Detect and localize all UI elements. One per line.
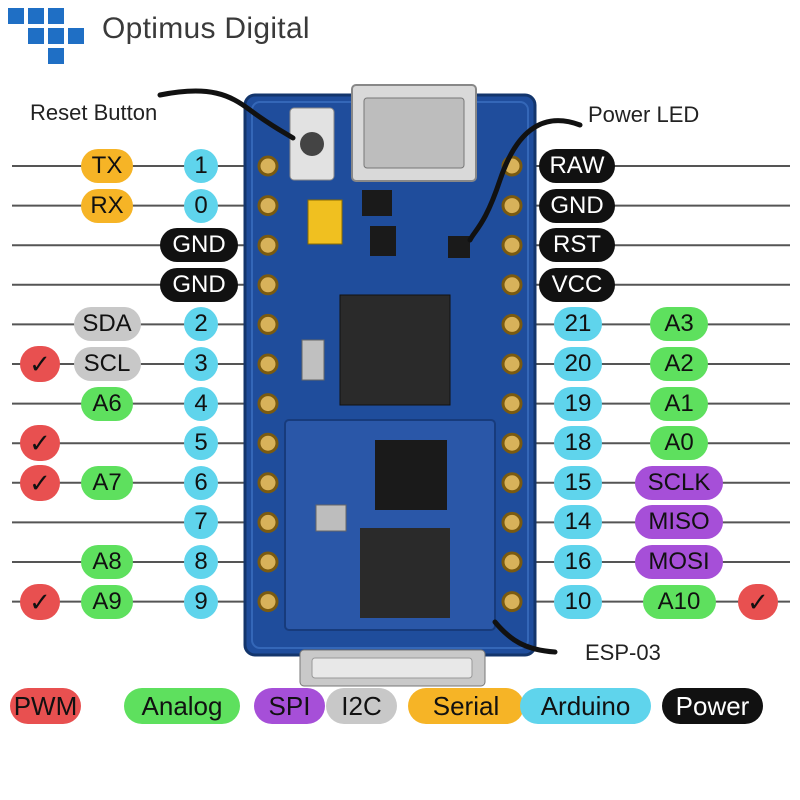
analog-pin-label: A10 (642, 584, 716, 619)
arduino-pin-label: 5 (184, 426, 218, 461)
pin-pad (257, 155, 279, 177)
pin-pad (257, 551, 279, 573)
analog-pin-label: A0 (650, 426, 708, 461)
legend-analog: Analog (124, 688, 240, 724)
pro-micro-board (243, 84, 537, 687)
arduino-pin-label: 6 (184, 465, 218, 500)
pwm-check-icon: ✓ (20, 464, 60, 501)
pin-pad (257, 472, 279, 494)
arduino-pin-label: 1 (184, 149, 218, 183)
analog-pin-label: A9 (81, 584, 133, 619)
power-pin-label: VCC (539, 267, 615, 302)
legend-pwm: PWM (10, 688, 81, 724)
arduino-pin-label: 21 (554, 307, 602, 342)
pin-pad (501, 472, 523, 494)
serial-pin-label: TX (81, 149, 133, 183)
arduino-pin-label: 3 (184, 347, 218, 381)
pin-pad (501, 393, 523, 415)
analog-pin-label: A6 (81, 386, 133, 421)
spi-pin-label: MISO (635, 505, 723, 540)
pwm-check-icon: ✓ (20, 425, 60, 462)
pin-pad (257, 195, 279, 217)
optimus-logo-icon (8, 8, 84, 64)
pin-pad (501, 432, 523, 454)
analog-pin-label: A1 (650, 386, 708, 421)
arduino-pin-label: 2 (184, 307, 218, 342)
analog-pin-label: A7 (81, 465, 133, 500)
power-pin-label: GND (539, 188, 615, 223)
power-led-callout: Power LED (588, 102, 700, 127)
pin-pad (501, 313, 523, 335)
i2c-pin-label: SDA (73, 307, 141, 342)
analog-pin-label: A8 (81, 545, 133, 579)
arduino-pin-label: 19 (554, 386, 602, 421)
pin-pad (501, 511, 523, 533)
pin-pads (257, 155, 523, 613)
pin-pad (257, 234, 279, 256)
legend-serial: Serial (408, 688, 524, 724)
pin-pad (501, 274, 523, 296)
arduino-pin-label: 9 (184, 584, 218, 619)
reset-button-callout: Reset Button (30, 100, 158, 125)
serial-pin-label: RX (81, 188, 133, 223)
legend-power: Power (662, 688, 763, 724)
legend-spi: SPI (254, 688, 325, 724)
pin-pad (501, 591, 523, 613)
pin-pad (501, 353, 523, 375)
arduino-pin-label: 10 (554, 584, 602, 619)
pin-pad (257, 274, 279, 296)
pin-pad (501, 551, 523, 573)
arduino-pin-label: 8 (184, 545, 218, 579)
pin-pad (501, 234, 523, 256)
esp-03-callout: ESP-03 (585, 640, 661, 665)
arduino-pin-label: 20 (554, 347, 602, 381)
pwm-check-icon: ✓ (20, 583, 60, 620)
spi-pin-label: MOSI (635, 545, 723, 579)
arduino-pin-label: 7 (184, 505, 218, 540)
pin-pad (257, 313, 279, 335)
power-pin-label: GND (160, 267, 238, 302)
pwm-check-icon: ✓ (738, 583, 778, 620)
i2c-pin-label: SCL (73, 347, 141, 381)
arduino-pin-label: 0 (184, 188, 218, 223)
analog-pin-label: A2 (650, 347, 708, 381)
arduino-pin-label: 4 (184, 386, 218, 421)
brand-name: Optimus Digital (102, 12, 310, 45)
pin-pad (257, 353, 279, 375)
power-pin-label: RST (539, 228, 615, 263)
arduino-pin-label: 15 (554, 465, 602, 500)
arduino-pin-label: 18 (554, 426, 602, 461)
power-pin-label: GND (160, 228, 238, 263)
pin-pad (257, 511, 279, 533)
spi-pin-label: SCLK (635, 465, 723, 500)
pin-pad (257, 432, 279, 454)
pwm-check-icon: ✓ (20, 346, 60, 382)
pin-pad (257, 591, 279, 613)
legend-arduino: Arduino (520, 688, 651, 724)
legend-i2c: I2C (326, 688, 397, 724)
power-pin-label: RAW (539, 149, 615, 183)
arduino-pin-label: 16 (554, 545, 602, 579)
arduino-pin-label: 14 (554, 505, 602, 540)
analog-pin-label: A3 (650, 307, 708, 342)
pin-pad (257, 393, 279, 415)
pin-pad (501, 195, 523, 217)
